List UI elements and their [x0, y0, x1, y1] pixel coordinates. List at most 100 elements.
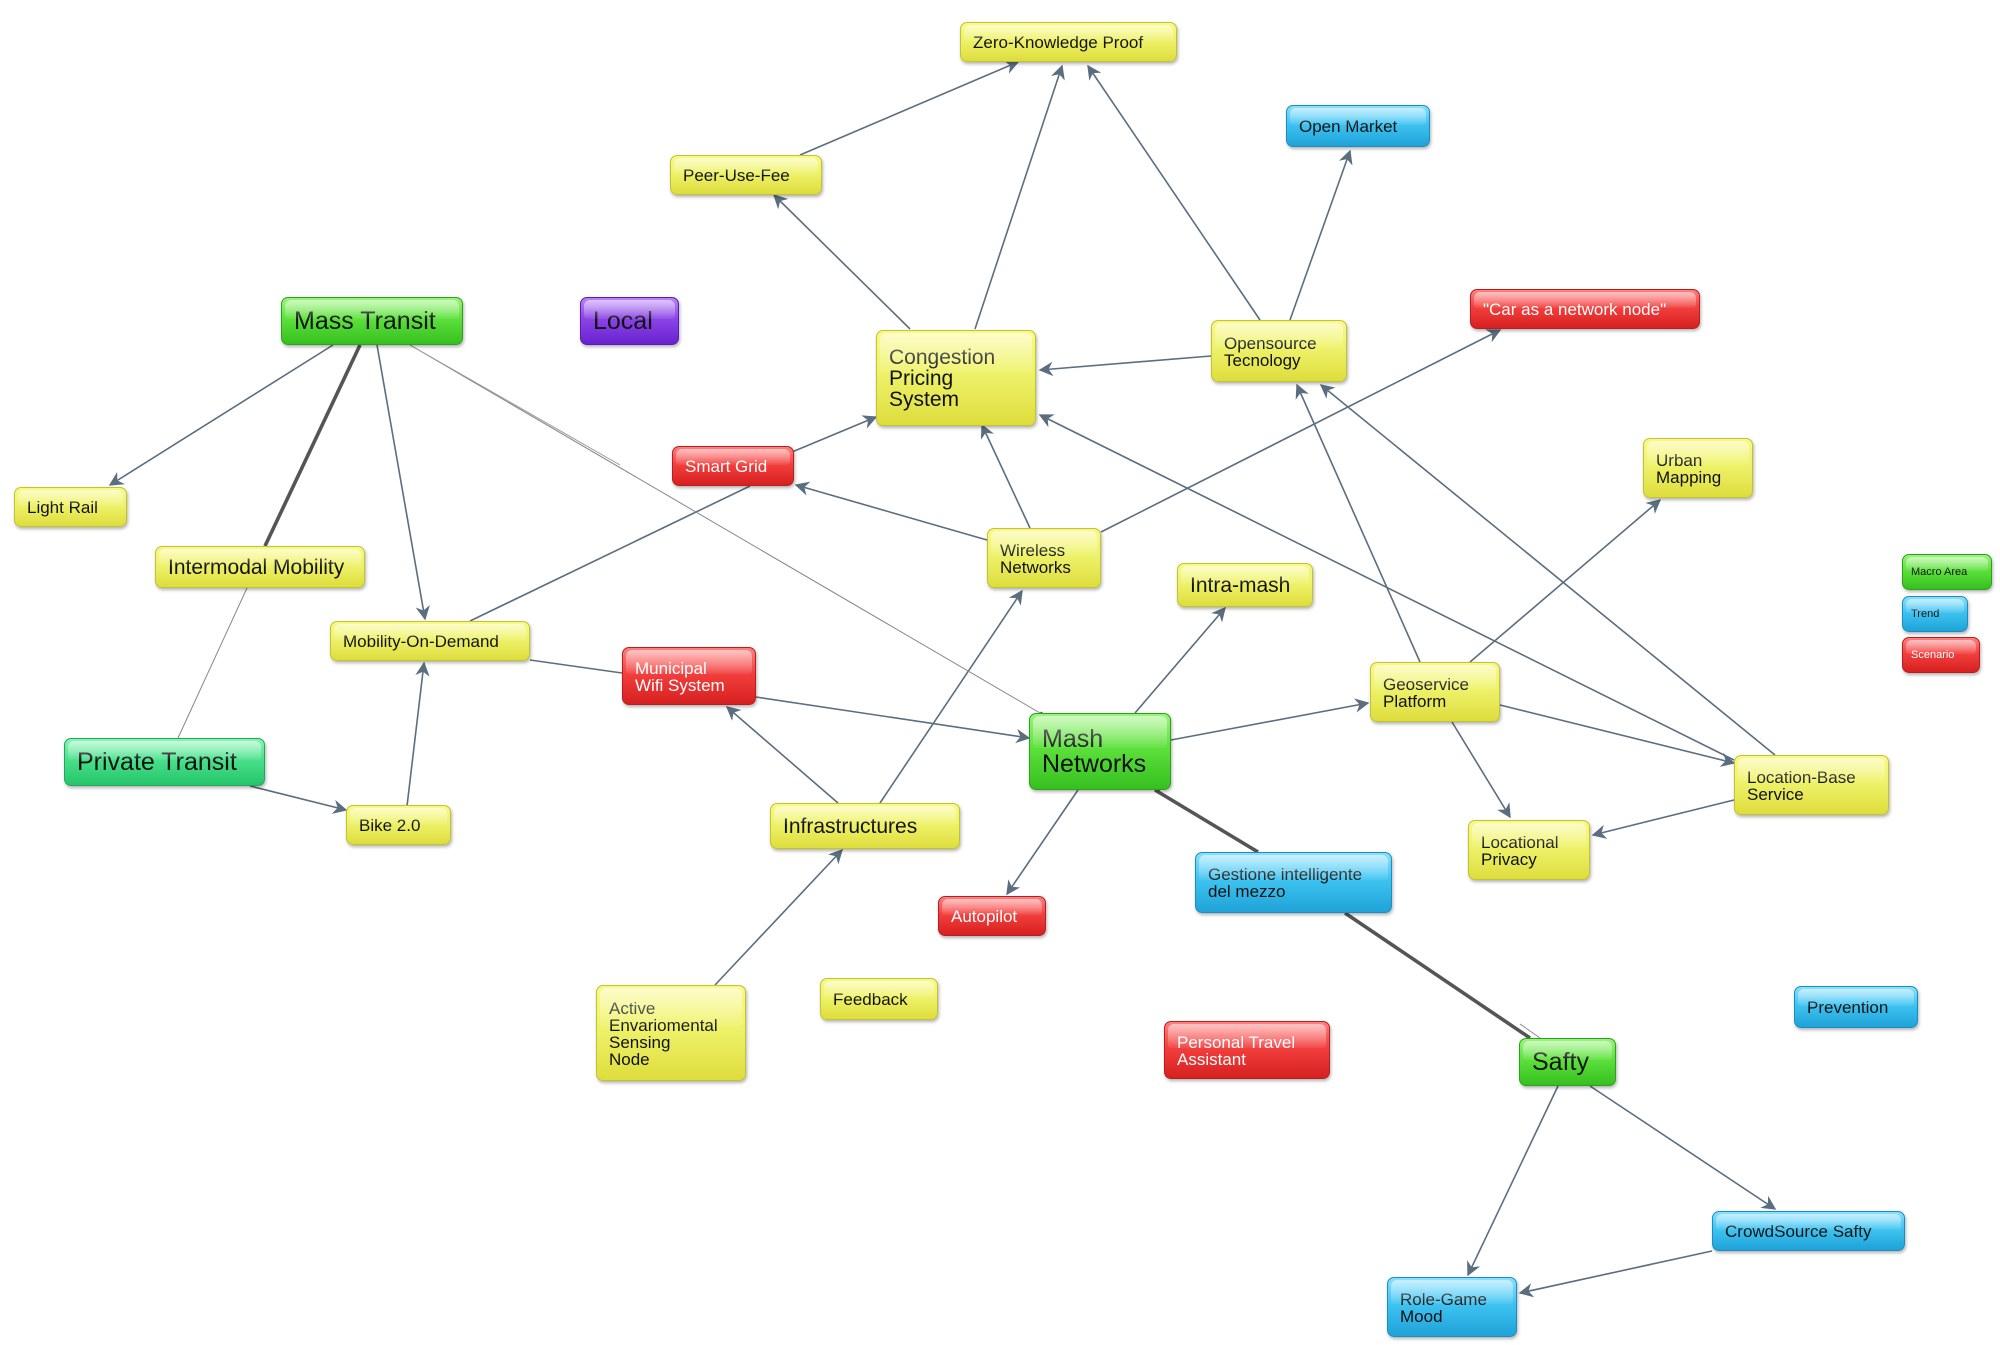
edge-mass-transit-to-mash-thin [409, 344, 621, 466]
node-bike-20[interactable]: Bike 2.0 [346, 805, 451, 845]
edge-mass-transit-to-mash [409, 344, 1041, 714]
node-mobility-on-demand[interactable]: Mobility-On-Demand [330, 621, 530, 661]
node-label: Peer-Use-Fee [683, 166, 790, 185]
node-label: Infrastructures [783, 815, 918, 838]
edge-active-sensing-to-infrastructures [714, 848, 843, 986]
node-congestion-pricing-system[interactable]: Congestion Pricing System [876, 330, 1036, 426]
node-geoservice-platform[interactable]: Geoservice Platform [1370, 662, 1500, 722]
legend-macro-area: Macro Area [1902, 554, 1992, 590]
node-zero-knowledge-proof[interactable]: Zero-Knowledge Proof [960, 22, 1177, 62]
node-label: Role-Game Mood [1400, 1289, 1487, 1326]
node-wireless-networks[interactable]: Wireless Networks [987, 528, 1101, 588]
edge-peer-use-fee-to-zkp [799, 60, 1020, 156]
node-label: Light Rail [27, 498, 98, 517]
legend-label: Trend [1911, 607, 1940, 620]
edge-mash-to-gestione [1154, 788, 1259, 854]
edge-mass-transit-to-light-rail [108, 344, 334, 486]
node-label: Municipal Wifi System [635, 658, 725, 695]
legend-trend: Trend [1902, 596, 1968, 632]
edge-location-base-to-opensource [1319, 384, 1776, 756]
edge-congestion-to-peer-use-fee [772, 193, 911, 330]
edge-crowdsource-to-role-game [1518, 1250, 1713, 1298]
node-label: Active Envariomental Sensing Node [609, 998, 718, 1069]
node-label: Locational Privacy [1481, 832, 1559, 869]
node-label: Local [593, 307, 653, 335]
edge-private-transit-to-bike [249, 785, 348, 814]
node-prevention[interactable]: Prevention [1794, 986, 1918, 1028]
node-locational-privacy[interactable]: Locational Privacy [1468, 820, 1590, 880]
edge-mass-transit-to-mobility-on-demand [376, 344, 430, 621]
node-location-base-service[interactable]: Location-Base Service [1734, 755, 1889, 815]
edge-safty-to-crowdsource [1589, 1085, 1777, 1210]
edge-opensource-to-congestion [1038, 355, 1212, 377]
node-municipal-wifi-system[interactable]: Municipal Wifi System [622, 647, 756, 705]
node-intra-mash[interactable]: Intra-mash [1177, 563, 1313, 607]
node-safty[interactable]: Safty [1519, 1038, 1616, 1086]
node-car-as-network-node[interactable]: "Car as a network node" [1470, 289, 1700, 329]
edge-wireless-to-smart-grid [794, 481, 988, 541]
node-label: Intra-mash [1190, 574, 1291, 597]
node-urban-mapping[interactable]: Urban Mapping [1643, 438, 1753, 498]
node-autopilot[interactable]: Autopilot [938, 896, 1046, 936]
node-label: Congestion Pricing System [889, 346, 996, 411]
node-label: Urban Mapping [1656, 450, 1722, 487]
node-label: Mobility-On-Demand [343, 632, 499, 651]
node-local[interactable]: Local [580, 297, 679, 345]
node-crowdsource-safty[interactable]: CrowdSource Safty [1712, 1211, 1905, 1251]
edge-geoservice-to-urban-mapping [1469, 499, 1662, 663]
node-label: Open Market [1299, 117, 1398, 136]
node-label: Opensource Tecnology [1224, 333, 1317, 370]
node-mass-transit[interactable]: Mass Transit [281, 297, 463, 345]
node-feedback[interactable]: Feedback [820, 978, 938, 1020]
node-peer-use-fee[interactable]: Peer-Use-Fee [670, 155, 822, 195]
edge-geoservice-to-opensource [1295, 383, 1421, 663]
node-gestione-intelligente[interactable]: Gestione intelligente del mezzo [1195, 852, 1392, 913]
edge-opensource-to-zkp [1087, 64, 1261, 321]
node-label: Mash Networks [1042, 725, 1147, 778]
edge-infrastructures-to-municipal-wifi [725, 706, 839, 804]
node-label: "Car as a network node" [1483, 300, 1667, 319]
node-active-sensing-node[interactable]: Active Envariomental Sensing Node [596, 985, 746, 1081]
edge-municipal-wifi-to-mash [755, 696, 1031, 744]
node-label: Feedback [833, 990, 908, 1009]
edge-smart-grid-to-congestion [791, 415, 878, 453]
edge-wireless-to-congestion [980, 423, 1031, 529]
edge-mash-to-autopilot [1006, 789, 1079, 896]
node-intermodal-mobility[interactable]: Intermodal Mobility [155, 546, 365, 588]
edge-bike-to-mobility-on-demand [404, 661, 430, 824]
node-label: Prevention [1807, 998, 1889, 1017]
edge-mash-to-intra-mash [1134, 606, 1226, 714]
node-label: Mass Transit [294, 307, 436, 335]
node-label: Safty [1532, 1048, 1589, 1076]
node-label: Bike 2.0 [359, 816, 421, 835]
edge-mobility-on-demand-to-smart-grid [469, 485, 751, 622]
edge-safty-to-role-game [1467, 1085, 1559, 1277]
edge-mass-transit-to-intermodal [263, 344, 362, 547]
edge-opensource-to-open-market [1289, 149, 1353, 321]
legend-scenario: Scenario [1902, 637, 1980, 673]
edge-mash-to-geoservice [1170, 698, 1370, 741]
node-label: CrowdSource Safty [1725, 1222, 1872, 1241]
node-light-rail[interactable]: Light Rail [14, 487, 127, 527]
edge-gestione-to-safty [1343, 911, 1532, 1040]
legend-label: Macro Area [1911, 565, 1968, 578]
node-label: Smart Grid [685, 457, 768, 476]
node-smart-grid[interactable]: Smart Grid [672, 446, 794, 486]
edge-geoservice-to-location-base [1499, 704, 1736, 767]
node-label: Wireless Networks [1000, 540, 1071, 577]
node-open-market[interactable]: Open Market [1286, 105, 1430, 147]
legend-label: Scenario [1911, 648, 1955, 661]
node-mash-networks[interactable]: Mash Networks [1029, 713, 1171, 790]
edge-geoservice-to-locational-privacy [1451, 721, 1511, 819]
edge-congestion-to-zkp [974, 64, 1065, 330]
node-label: Geoservice Platform [1383, 674, 1469, 711]
node-role-game-mood[interactable]: Role-Game Mood [1387, 1277, 1517, 1337]
edge-infrastructures-to-wireless [879, 589, 1023, 804]
node-private-transit[interactable]: Private Transit [64, 738, 265, 786]
node-label: Autopilot [951, 907, 1018, 926]
edge-gestione-to-safty-tail [1519, 1023, 1541, 1039]
node-infrastructures[interactable]: Infrastructures [770, 803, 960, 849]
node-opensource-tecnology[interactable]: Opensource Tecnology [1211, 320, 1347, 382]
node-personal-travel-assistant[interactable]: Personal Travel Assistant [1164, 1021, 1330, 1079]
